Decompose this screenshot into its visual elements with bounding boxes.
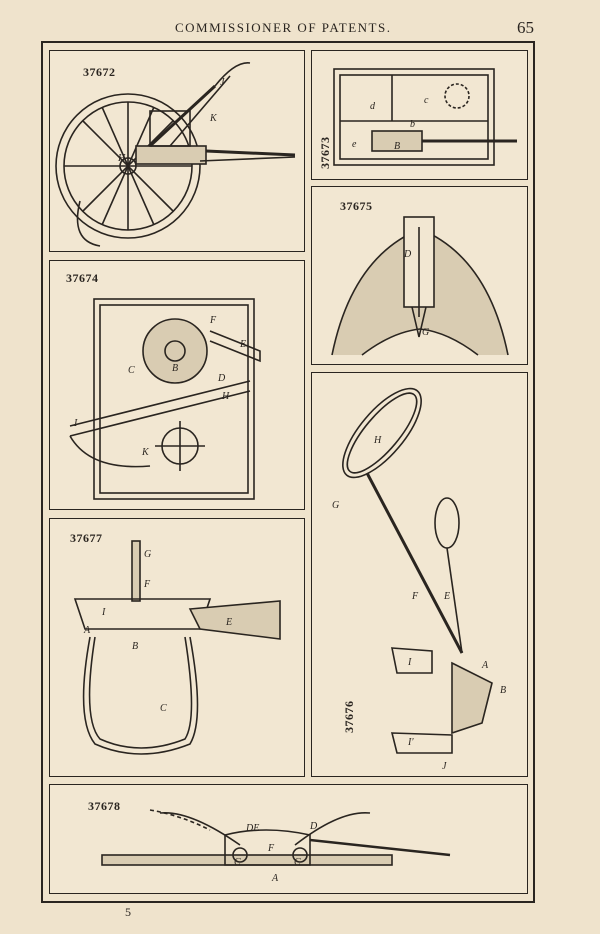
figure-letter: C (128, 365, 135, 376)
figure-drawing: H G F E I A B I' J (332, 387, 506, 772)
patent-number-label: 37677 (70, 531, 103, 545)
figure-drawing: F E C B D H I K (69, 298, 261, 500)
figure-letter: J (442, 761, 447, 772)
figure-letter: I (407, 657, 412, 668)
figure-letter: F (411, 591, 419, 602)
figure-letter: E (239, 339, 246, 350)
figure-37678: 37678 DE D F C C A (49, 784, 528, 894)
figure-drawing: G F I A B E C (73, 540, 281, 755)
figure-37672: 37672 J K H (49, 50, 305, 252)
figure-letter: A (271, 873, 279, 884)
figure-letter: A (481, 660, 489, 671)
figure-37676: 37676 H G F E I A B I' J (311, 372, 528, 777)
figure-letter: C (160, 703, 167, 714)
figure-letter: H (117, 153, 126, 164)
figure-drawing: d c e B b (333, 68, 517, 166)
page-number: 65 (517, 18, 534, 37)
figure-37673: 37673 d c e B b (311, 50, 528, 180)
figure-letter: B (394, 141, 400, 152)
figure-letter: K (141, 447, 150, 458)
figure-letter: I' (407, 737, 414, 748)
figure-37674: 37674 F E C B D H I K (49, 260, 305, 510)
figure-letter: K (209, 113, 218, 124)
signature-mark: 5 (125, 905, 131, 919)
figure-letter: B (172, 363, 178, 374)
figure-letter: F (143, 579, 151, 590)
patent-number-label: 37678 (88, 799, 121, 813)
running-title: COMMISSIONER OF PATENTS. (175, 20, 392, 35)
figure-letter: e (352, 139, 357, 150)
figure-letter: DE (245, 823, 259, 834)
figure-drawing: DE D F C C A (101, 809, 451, 884)
figure-letter: D (309, 821, 318, 832)
figure-letter: C (234, 857, 241, 868)
plate-frame (41, 41, 535, 903)
patent-number-label: 37674 (66, 271, 99, 285)
figure-drawing: D G (331, 216, 509, 356)
figure-37675: 37675 D G (311, 186, 528, 365)
figure-letter: B (132, 641, 138, 652)
figure-letter: F (267, 843, 275, 854)
figure-37677: 37677 G F I A B E C (49, 518, 305, 777)
figure-letter: B (500, 685, 506, 696)
figure-letter: J (220, 77, 225, 88)
figure-letter: D (217, 373, 226, 384)
patent-number-label: 37675 (340, 199, 373, 213)
figure-letter: I (73, 418, 78, 429)
figure-letter: E (225, 617, 232, 628)
figure-letter: c (424, 95, 429, 106)
figure-letter: C (294, 857, 301, 868)
figure-letter: G (422, 327, 429, 338)
figure-letter: d (370, 101, 376, 112)
patent-number-label: 37672 (83, 65, 116, 79)
figure-letter: A (83, 625, 91, 636)
figure-letter: G (332, 500, 339, 511)
figure-letter: H (221, 391, 230, 402)
figure-letter: F (209, 315, 217, 326)
figure-letter: I (101, 607, 106, 618)
figure-letter: E (443, 591, 450, 602)
figure-letter: G (144, 549, 151, 560)
figure-letter: H (373, 435, 382, 446)
figure-letter: D (403, 249, 412, 260)
figure-drawing: J K H (55, 62, 296, 247)
figure-letter: b (410, 119, 415, 130)
page-header: COMMISSIONER OF PATENTS. 65 (0, 18, 600, 42)
